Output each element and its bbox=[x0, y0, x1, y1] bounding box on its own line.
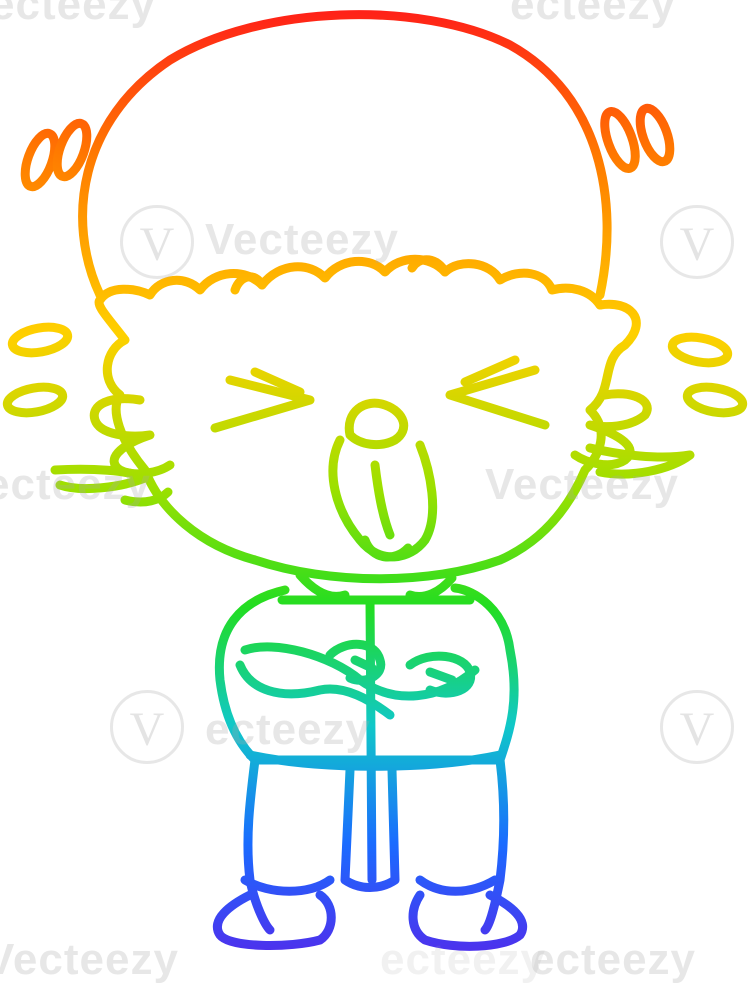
left-eye-inner bbox=[250, 367, 305, 397]
right-fist bbox=[405, 651, 476, 698]
lower-arm bbox=[235, 660, 395, 720]
right-eye bbox=[445, 365, 550, 430]
left-pant-cuff bbox=[240, 875, 335, 896]
left-cheek-line bbox=[120, 487, 173, 507]
watermark-text: ecteezy bbox=[0, 460, 152, 509]
watermark-logo-icon: V bbox=[110, 690, 184, 764]
watermark-text: ecteezy bbox=[380, 935, 547, 984]
right-shoe bbox=[408, 890, 528, 951]
watermark-logo-icon: V bbox=[660, 205, 734, 279]
left-cheek-line bbox=[50, 464, 150, 493]
watermark-text: Vecteezy bbox=[485, 460, 679, 509]
waistband bbox=[245, 750, 505, 771]
watermark-text: ecteezy bbox=[0, 0, 157, 29]
motion-mark bbox=[667, 332, 733, 368]
motion-mark bbox=[20, 128, 60, 192]
watermark-text: Vecteezy bbox=[205, 215, 399, 264]
right-leg bbox=[480, 755, 509, 935]
hair-fringe bbox=[95, 254, 605, 310]
hair-curl bbox=[230, 272, 267, 295]
tongue-groove bbox=[370, 460, 395, 540]
finger-line bbox=[350, 655, 377, 673]
head-dome bbox=[78, 10, 612, 300]
face-outline bbox=[94, 295, 641, 584]
right-pant-cuff bbox=[415, 875, 500, 896]
watermark-logo-icon: V bbox=[660, 690, 734, 764]
watermark-text: ecteezy bbox=[205, 705, 372, 754]
right-eye-inner bbox=[460, 355, 520, 387]
left-fist bbox=[325, 639, 386, 685]
left-eye bbox=[210, 375, 315, 433]
motion-mark bbox=[682, 382, 748, 418]
crotch bbox=[340, 765, 400, 892]
watermark-text: Vecteezy bbox=[0, 935, 179, 984]
finger-line bbox=[425, 667, 457, 685]
motion-mark bbox=[7, 322, 73, 358]
watermark-text: ecteezy bbox=[510, 0, 677, 29]
watermark-logo-icon: V bbox=[120, 205, 194, 279]
left-shoe bbox=[212, 890, 336, 950]
right-cheek-line bbox=[585, 443, 695, 479]
right-ear bbox=[570, 389, 652, 470]
motion-mark bbox=[2, 382, 68, 418]
mouth bbox=[344, 398, 409, 450]
hair-curl bbox=[407, 255, 450, 277]
watermark-text: ecteezy bbox=[530, 935, 697, 984]
motion-mark bbox=[600, 107, 640, 173]
motion-mark bbox=[52, 118, 92, 182]
motion-mark bbox=[635, 103, 675, 167]
left-leg bbox=[243, 755, 275, 935]
tongue-tip bbox=[360, 535, 413, 562]
